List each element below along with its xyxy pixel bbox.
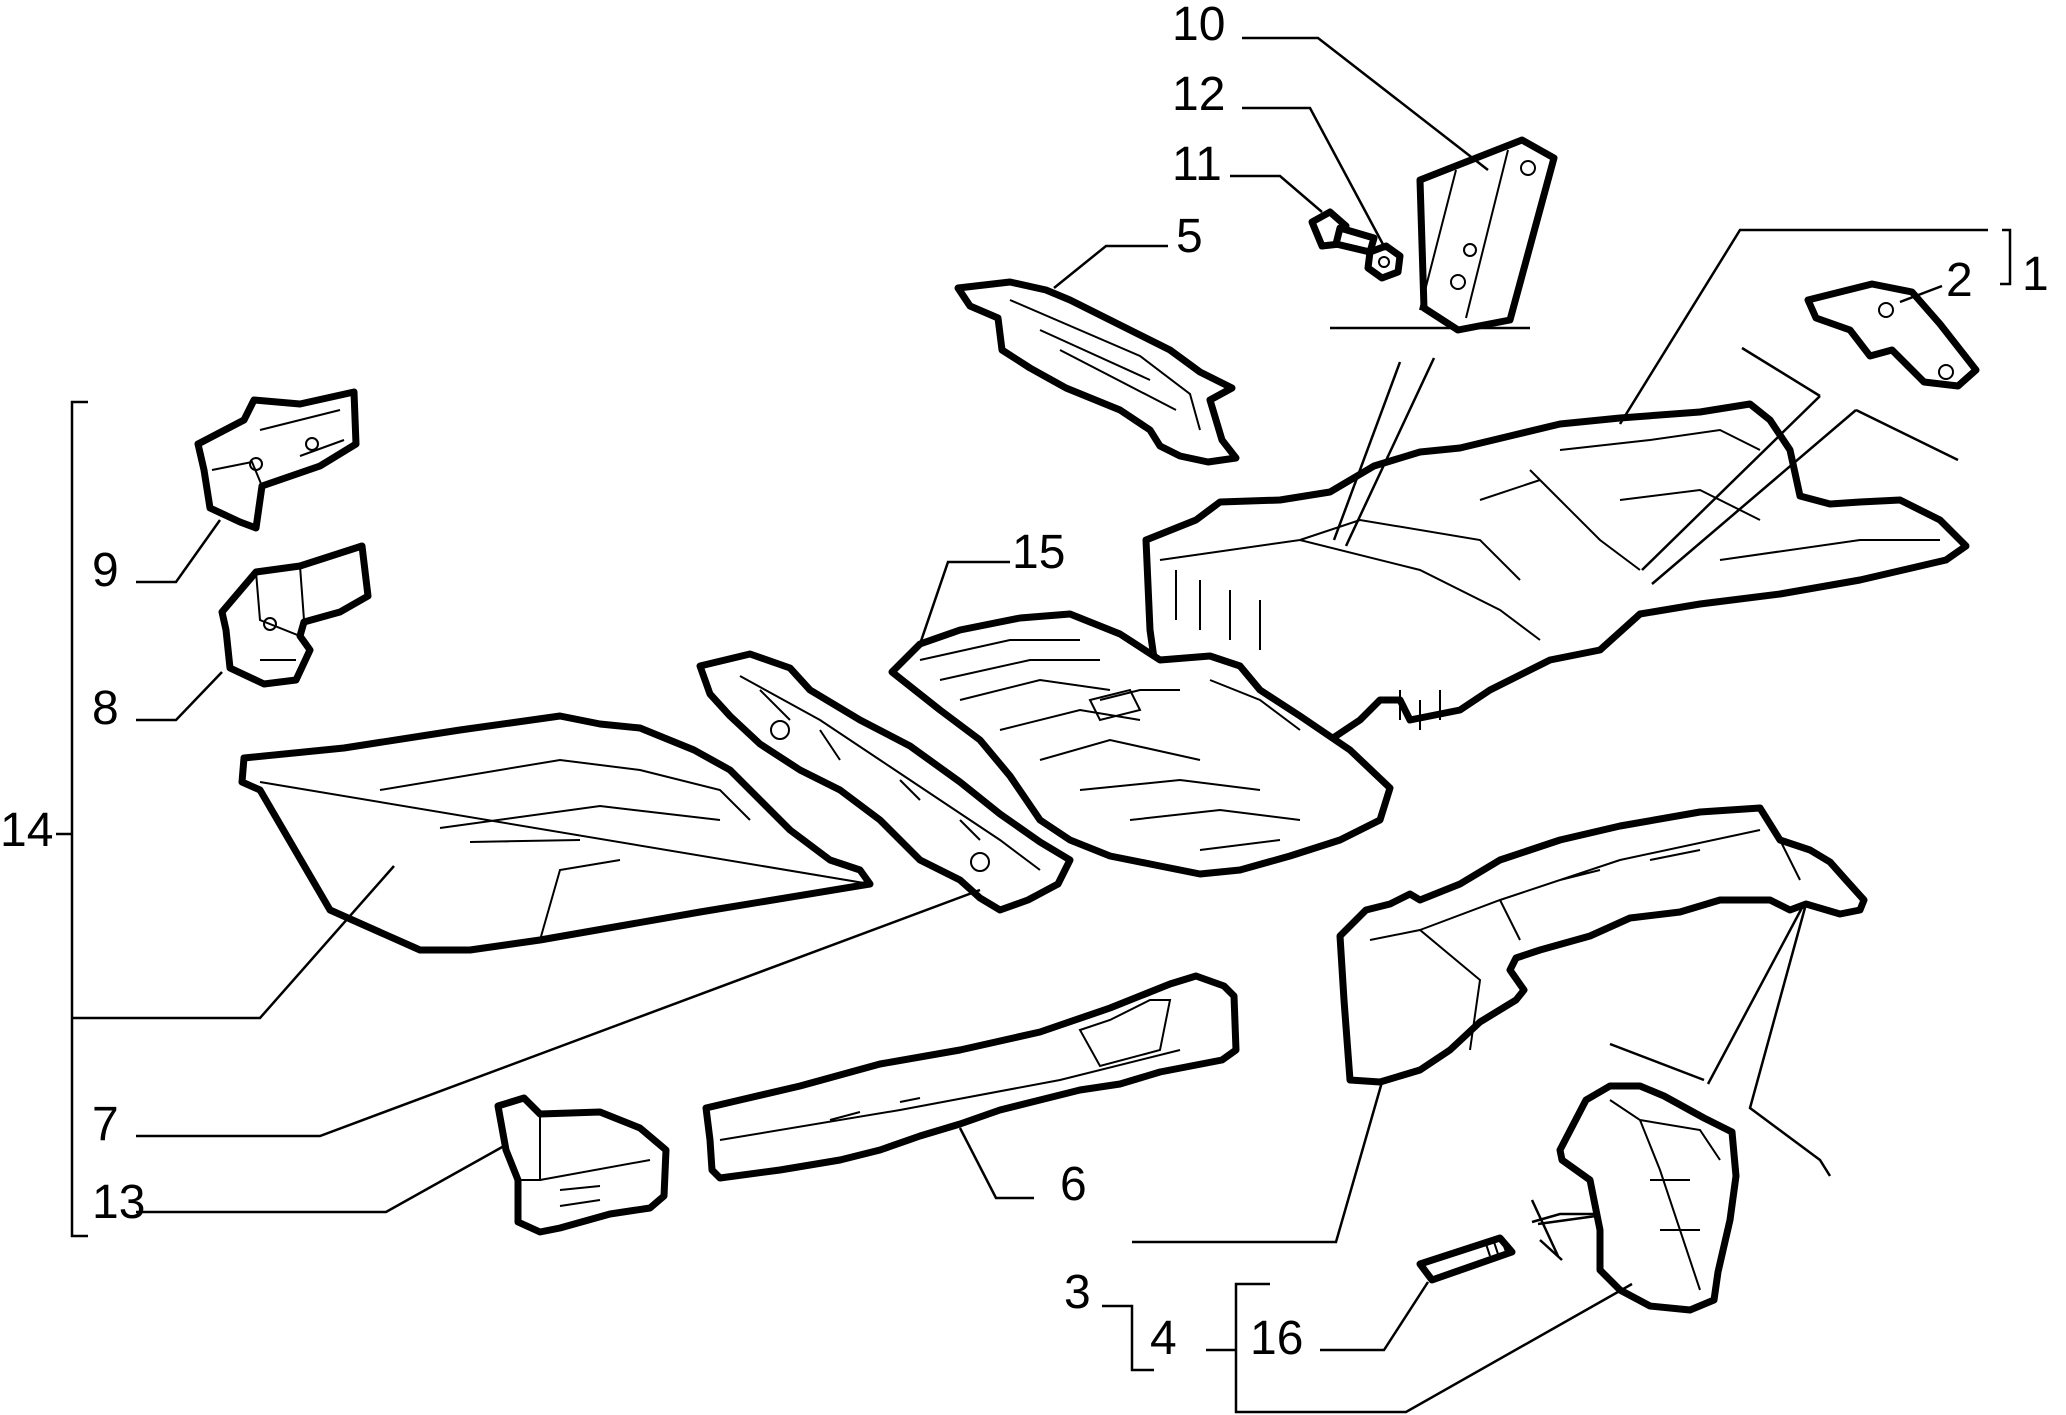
part-7-sill-rail [696, 650, 1074, 914]
leader-lines [56, 36, 2012, 1414]
part-9-bracket [194, 388, 360, 532]
callout-7: 7 [92, 1098, 119, 1151]
part-11-bolt [1308, 208, 1378, 256]
part-16-pin [1416, 1234, 1516, 1284]
callout-4: 4 [1150, 1312, 1177, 1365]
callout-labels: 10 12 11 5 1 2 15 9 8 14 7 13 6 3 4 16 [0, 0, 2049, 1365]
callout-8: 8 [92, 682, 119, 735]
callout-15: 15 [1012, 526, 1065, 579]
callout-2: 2 [1946, 254, 1973, 307]
part-10-bracket [1416, 136, 1558, 334]
callout-10: 10 [1172, 0, 1225, 51]
callout-6: 6 [1060, 1158, 1087, 1211]
callout-16: 16 [1250, 1312, 1303, 1365]
part-8-bracket [218, 542, 372, 688]
part-2-bracket [1804, 280, 1980, 390]
callout-5: 5 [1176, 210, 1203, 263]
part-13-box-bracket [494, 1094, 670, 1236]
part-4-bracket [1556, 1082, 1740, 1314]
callout-3: 3 [1064, 1266, 1091, 1319]
callout-12: 12 [1172, 68, 1225, 121]
callout-14: 14 [0, 804, 53, 857]
callout-9: 9 [92, 544, 119, 597]
part-5-rail [954, 278, 1240, 466]
part-3-rear-rail [1336, 804, 1868, 1086]
callout-13: 13 [92, 1176, 145, 1229]
part-14-front-floor [238, 712, 874, 954]
part-6-side-member [702, 972, 1240, 1182]
callout-11: 11 [1172, 138, 1222, 191]
part-15-center-floor [888, 610, 1394, 878]
callout-1: 1 [2022, 248, 2049, 301]
part-12-nut [1364, 242, 1404, 282]
